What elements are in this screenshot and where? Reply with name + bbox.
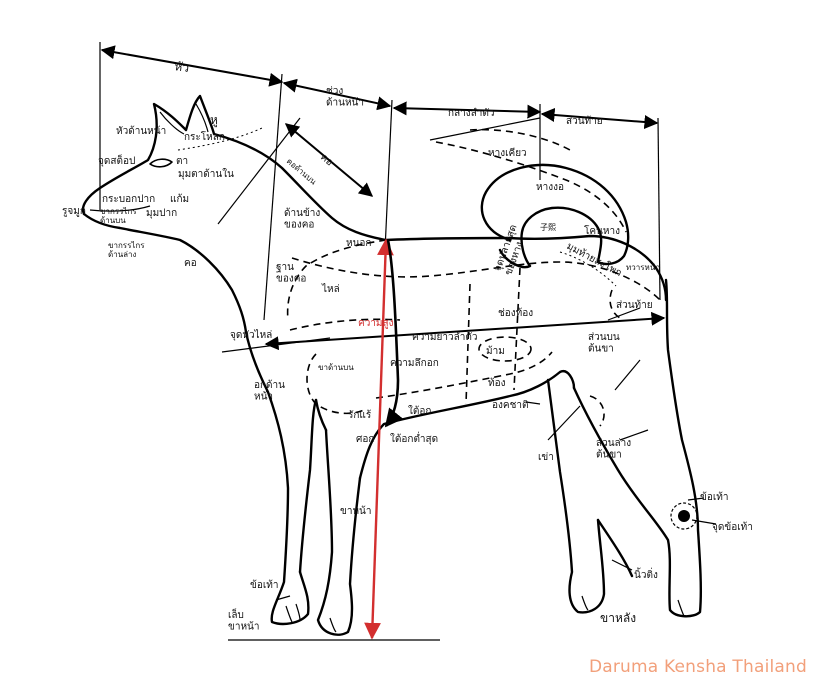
label-underchest: ใต้อก [408, 405, 431, 417]
label-foreleg: ขาหน้า [340, 505, 372, 517]
label-shoulder: ไหล่ [321, 283, 340, 295]
label-mouth-corner: มุมปาก [146, 208, 177, 219]
dog-outline [81, 94, 703, 636]
label-loin: ช่องท้อง [498, 307, 533, 319]
label-hock-joint: จุดข้อเท้า [712, 521, 753, 533]
label-body-length: ความยาวลำตัว [412, 332, 477, 343]
label-pastern: ข้อเท้า [250, 579, 278, 591]
section-dimension-lines [99, 42, 661, 321]
label-height: ความสูง [358, 318, 394, 329]
label-skull: กระโหลก [184, 130, 225, 143]
label-sickle-tail: หางเคียว [488, 147, 527, 159]
label-stifle: เข่า [538, 452, 554, 463]
measurement-lines [221, 117, 717, 641]
label-upper-neck: คอด้านบน [285, 157, 319, 187]
label-upper-arm: ขาด้านบน [318, 363, 354, 372]
label-stop: จุดสต็อป [98, 153, 135, 167]
label-inner-eye-corner: มุมตาด้านใน [178, 168, 234, 180]
label-upper-jaw: ขากรรไกรด้านบน [100, 207, 137, 225]
label-lower-jaw: ขากรรไกรด้านล่าง [108, 241, 145, 259]
label-throat: คอ [184, 258, 197, 269]
label-second-thigh: ส่วนล่างต้นขา [596, 438, 631, 461]
label-withers: หนอก [346, 238, 372, 249]
labels: หัว ช่วงด้านหน้า กลางลำตัว ส่วนท้าย หู ห… [62, 59, 753, 632]
label-sheath: องคชาติ [492, 400, 528, 411]
region-lines [177, 127, 661, 427]
label-tail-tip: จุดปลายสุดของหาง [492, 223, 530, 277]
label-chest-depth: ความลึกอก [390, 357, 439, 369]
label-neck-side: ด้านข้างของคอ [284, 207, 320, 231]
label-croup: มุมท้ายสะโพก [565, 239, 625, 279]
label-muzzle: กระบอกปาก [102, 194, 155, 205]
label-neck-base: ฐานของคอ [276, 262, 306, 285]
label-hindquarter: ส่วนท้าย [566, 115, 603, 127]
label-hip: ส่วนท้าย [616, 299, 653, 311]
label-cheek: แก้ม [170, 193, 189, 205]
label-front-foot: เล็บขาหน้า [228, 607, 260, 633]
label-head: หัว [174, 59, 190, 75]
label-buttock: ทวารหนัก [626, 263, 660, 272]
label-elbow: ศอก [356, 434, 374, 445]
label-midbody: กลางลำตัว [448, 108, 495, 119]
label-lowest-chest: ใต้อกต่ำสุด [390, 431, 438, 445]
label-tail-mark: 子熙 [540, 223, 556, 232]
label-forehead: หัวด้านหน้า [116, 125, 166, 137]
label-ear: หู [210, 113, 218, 128]
label-neck: คอ [318, 152, 335, 169]
hock-joint-marker [670, 502, 698, 530]
label-forequarter: ช่วงด้านหน้า [326, 86, 364, 109]
label-belly: ท้อง [488, 377, 506, 389]
label-tail-base: โคนหาง [584, 224, 620, 237]
label-dewclaw: นิ้วติ่ง [634, 567, 658, 581]
label-flank: ม้าม [486, 345, 505, 357]
label-armpit: รักแร้ [348, 409, 372, 421]
label-hind-leg: ขาหลัง [600, 611, 636, 625]
label-curled-tail: หางงอ [536, 182, 564, 193]
label-nose: รูจมูก [62, 206, 86, 217]
label-hock: ข้อเท้า [700, 491, 728, 503]
label-eye: ตา [176, 156, 188, 167]
label-forechest: อกด้านหน้า [254, 379, 285, 403]
watermark: Daruma Kensha Thailand [588, 657, 807, 677]
label-thigh: ส่วนบนต้นขา [588, 332, 620, 355]
label-shoulder-point: จุดหัวไหล่ [230, 329, 272, 341]
